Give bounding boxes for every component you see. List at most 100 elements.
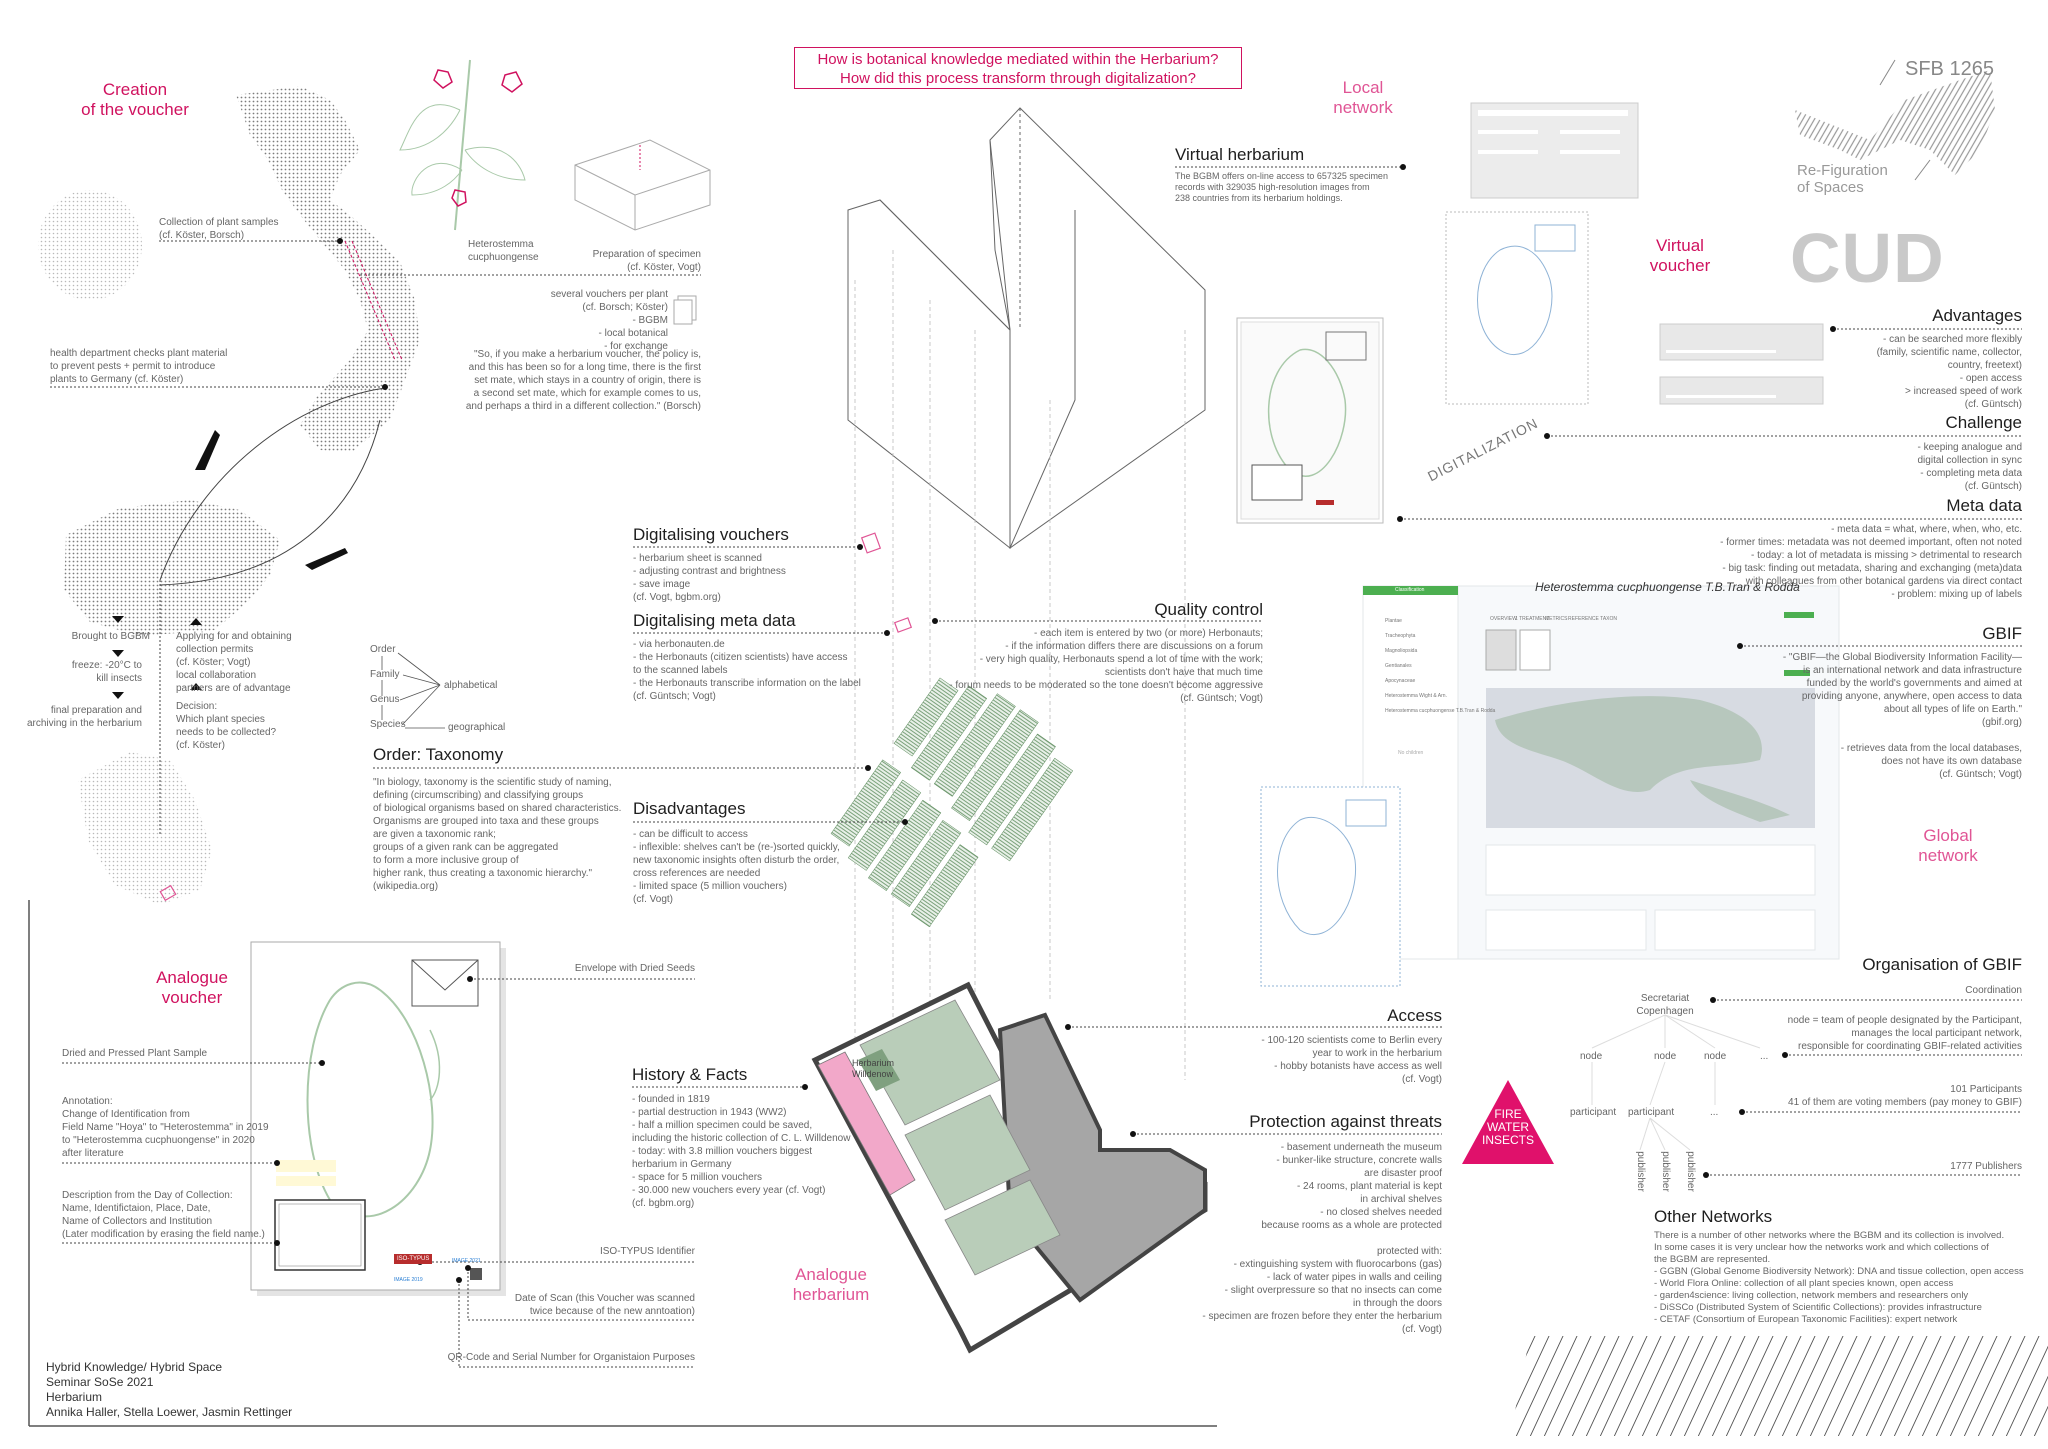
label-analogue-herbarium: Analogue herbarium	[792, 1265, 870, 1304]
annotation-note: Annotation: Change of Identification fro…	[62, 1096, 269, 1159]
tax-geographical: geographical	[448, 722, 506, 733]
image-2021-stamp: IMAGE 2021	[452, 1258, 481, 1264]
plant-name: Heterostemma cucphuongense	[468, 239, 539, 263]
access-text: - 100-120 scientists come to Berlin ever…	[1261, 1035, 1442, 1085]
org-publishers-desc: 1777 Publishers	[1950, 1161, 2022, 1172]
several-vouchers-note: several vouchers per plant (cf. Borsch; …	[550, 289, 668, 352]
metadata-heading: Meta data	[1946, 496, 2022, 515]
sfb-logo-text: SFB 1265	[1905, 58, 1994, 80]
org-node: node	[1654, 1051, 1677, 1062]
gbif-rank-kingdom: Plantae	[1385, 618, 1402, 624]
gbif-rank-phylum: Tracheophyta	[1385, 633, 1416, 639]
protection-text: - basement underneath the museum - bunke…	[1202, 1142, 1442, 1335]
tax-family: Family	[370, 669, 400, 680]
org-secretariat: Secretariat Copenhagen	[1636, 993, 1694, 1017]
dig-meta-text: - via herbonauten.de - the Herbonauts (c…	[633, 639, 861, 702]
permits-note: Applying for and obtaining collection pe…	[176, 631, 292, 694]
voucher-stack-icon	[673, 295, 697, 325]
image-2019-stamp: IMAGE 2019	[394, 1277, 423, 1283]
cud-logo: CUD	[1790, 219, 1945, 297]
germany-dotted-map	[64, 500, 280, 636]
virtual-herbarium-text: The BGBM offers on-line access to 657325…	[1175, 171, 1388, 203]
airplane-icon	[195, 430, 348, 570]
label-local-network: Local network	[1333, 78, 1393, 117]
threats-badge: FIRE WATER INSECTS	[1481, 1107, 1534, 1147]
brought-to-bgbm: Brought to BGBM	[71, 631, 150, 642]
other-networks-text: There is a number of other networks wher…	[1654, 1230, 2024, 1325]
gbif-tab-overview[interactable]: OVERVIEW	[1490, 616, 1517, 622]
gbif-rank-family: Apocynaceae	[1385, 678, 1416, 684]
refiguration-logo-text: Re-Figuration of Spaces	[1797, 162, 1888, 196]
protection-heading: Protection against threats	[1249, 1112, 1442, 1131]
taxonomy-heading: Order: Taxonomy	[373, 745, 504, 764]
gbif-species-title: Heterostemma cucphuongense T.B.Tran & Ro…	[1535, 580, 1800, 594]
gbif-no-children: No children	[1398, 750, 1424, 756]
freeze-note: freeze: -20°C to kill insects	[71, 660, 142, 684]
envelope-note: Envelope with Dried Seeds	[574, 963, 695, 974]
final-preparation-note: final preparation and archiving in the h…	[26, 705, 142, 729]
gbif-text: - "GBIF—the Global Biodiversity Informat…	[1782, 652, 2022, 780]
health-department-note: health department checks plant material …	[50, 348, 228, 385]
hatch-band	[1510, 1336, 2048, 1436]
org-coordination: Coordination	[1965, 985, 2022, 996]
herbarium-shelves	[830, 677, 1074, 928]
org-publisher: publisher	[1659, 1151, 1671, 1192]
dig-vouchers-heading: Digitalising vouchers	[633, 525, 789, 544]
org-publisher: publisher	[1634, 1151, 1646, 1192]
virtual-herbarium-screens	[1236, 102, 1824, 524]
dried-sample-note: Dried and Pressed Plant Sample	[62, 1048, 208, 1059]
virtual-herbarium-heading: Virtual herbarium	[1175, 145, 1305, 164]
borsch-quote: "So, if you make a herbarium voucher, th…	[465, 349, 701, 412]
org-gbif-heading: Organisation of GBIF	[1862, 955, 2022, 974]
herbarium-floor-plan	[811, 981, 1208, 1354]
iso-typus-label: ISO-TYPUS	[394, 1254, 433, 1264]
dig-vouchers-text: - herbarium sheet is scanned - adjusting…	[633, 553, 786, 603]
org-node-desc: node = team of people designated by the …	[1787, 1015, 2022, 1052]
vietnam-dotted-map	[236, 86, 420, 452]
gbif-species-page-screenshot	[1260, 585, 1840, 987]
description-note: Description from the Day of Collection: …	[62, 1190, 265, 1240]
org-node-more: ...	[1760, 1051, 1769, 1062]
org-node: node	[1704, 1051, 1727, 1062]
gbif-tab-reference[interactable]: REFERENCE TAXON	[1568, 616, 1617, 622]
flight-path	[159, 240, 403, 586]
disadvantages-text: - can be difficult to access - inflexibl…	[633, 829, 840, 905]
gbif-tab-metrics[interactable]: METRICS	[1545, 616, 1568, 622]
access-heading: Access	[1387, 1006, 1442, 1025]
plant-illustration	[399, 59, 526, 231]
org-participant-more: ...	[1710, 1107, 1719, 1118]
gbif-tab-treatment[interactable]: 1 TREATMENT	[1515, 616, 1550, 622]
research-question: How is botanical knowledge mediated with…	[794, 47, 1242, 89]
org-participants-desc: 101 Participants 41 of them are voting m…	[1788, 1084, 2022, 1108]
label-global-network: Global network	[1918, 826, 1978, 865]
label-creation-voucher: Creation of the voucher	[81, 80, 189, 119]
quality-heading: Quality control	[1154, 600, 1263, 619]
tax-genus: Genus	[370, 694, 400, 705]
advantages-text: - can be searched more flexibly (family,…	[1876, 334, 2022, 410]
label-virtual-voucher: Virtual voucher	[1649, 236, 1711, 275]
gbif-rank-order: Gentianales	[1385, 663, 1412, 669]
threats-triangle	[1462, 1080, 1554, 1164]
qr-code-note: QR-Code and Serial Number for Organistai…	[447, 1352, 695, 1363]
process-arrows	[112, 616, 202, 699]
tax-species: Species	[370, 719, 406, 730]
lab-room-drawing	[574, 139, 711, 231]
museum-buildings-isometric	[847, 107, 1206, 550]
collection-note: Collection of plant samples (cf. Köster,…	[159, 217, 279, 241]
org-participant: participant	[1628, 1107, 1675, 1118]
plant-cloud	[38, 190, 142, 300]
org-node: node	[1580, 1051, 1603, 1062]
history-heading: History & Facts	[632, 1065, 748, 1084]
leader-dots	[274, 164, 1836, 1283]
history-text: - founded in 1819 - partial destruction …	[632, 1094, 851, 1209]
quality-text: - each item is entered by two (or more) …	[949, 628, 1263, 704]
date-of-scan-note: Date of Scan (this Voucher was scanned t…	[514, 1293, 695, 1317]
gbif-rank-class: Magnoliopsida	[1385, 648, 1418, 654]
org-participant: participant	[1570, 1107, 1617, 1118]
challenge-heading: Challenge	[1945, 413, 2022, 432]
iso-typus-note: ISO-TYPUS Identifier	[599, 1246, 695, 1257]
taxonomy-diagram-lines	[381, 652, 445, 729]
gbif-rank-genus: Heterostemma Wight & Arn.	[1385, 693, 1447, 699]
label-analogue-voucher: Analogue voucher	[156, 968, 228, 1007]
